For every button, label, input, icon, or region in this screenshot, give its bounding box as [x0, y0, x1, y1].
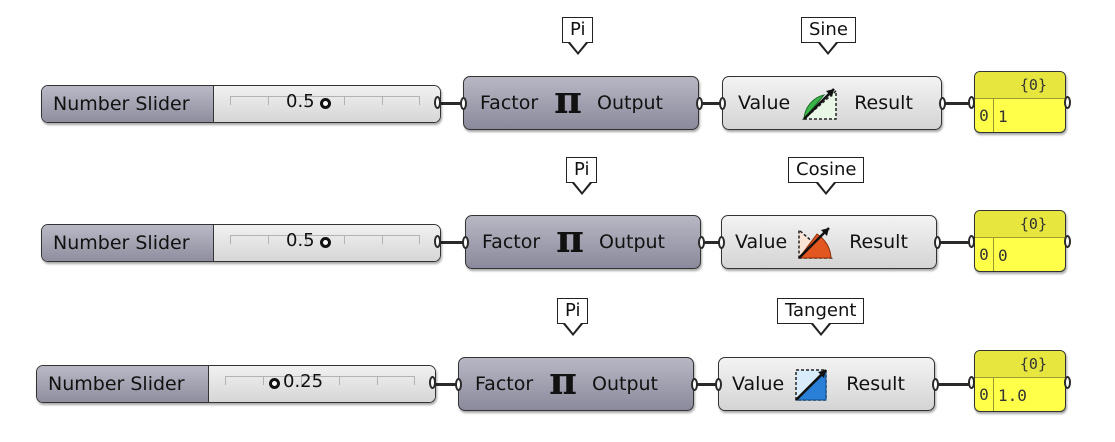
input-plug[interactable] [718, 236, 725, 249]
input-plug[interactable] [719, 97, 726, 110]
input-value[interactable]: Value [738, 92, 791, 114]
number-slider[interactable]: Number Slider 0.5 [41, 224, 441, 262]
output-plug[interactable] [1064, 376, 1071, 389]
output-plug[interactable] [696, 97, 703, 110]
panel[interactable]: {0} 0 0 [974, 210, 1066, 272]
slider-value: 0.5 [286, 230, 315, 251]
panel-value: 1 [998, 106, 1008, 126]
pi-icon: π [554, 77, 582, 122]
slider-name: Number Slider [37, 366, 209, 402]
wire [440, 102, 466, 105]
wire [936, 241, 972, 244]
input-value[interactable]: Value [735, 231, 788, 253]
component-label: Sine [801, 17, 856, 55]
callout-text: Cosine [796, 159, 857, 180]
output-plug[interactable] [698, 236, 705, 249]
callout-text: Tangent [785, 300, 857, 321]
component-label: Pi [562, 17, 594, 55]
callout-text: Pi [565, 300, 581, 321]
output-result[interactable]: Result [849, 231, 908, 253]
output-plug[interactable] [934, 236, 941, 249]
cosine-icon [798, 227, 834, 259]
input-plug[interactable] [462, 236, 469, 249]
panel[interactable]: {0} 0 1.0 [974, 350, 1066, 412]
component-label: Pi [566, 157, 598, 195]
pi-component[interactable]: Factor π Output [455, 357, 698, 411]
slider-knob[interactable] [269, 378, 280, 389]
output-result[interactable]: Result [846, 373, 905, 395]
output-port[interactable]: Output [599, 231, 665, 253]
component-label: Pi [557, 298, 589, 336]
slider-name: Number Slider [42, 86, 214, 122]
output-plug[interactable] [1064, 235, 1071, 248]
input-plug[interactable] [460, 97, 467, 110]
output-plug[interactable] [691, 378, 698, 391]
pi-component[interactable]: Factor π Output [460, 76, 703, 130]
panel-index: 0 [975, 378, 994, 411]
panel-header: {0} [975, 72, 1065, 99]
definition-row-tangent: Number Slider 0.25 Pi Factor π Output Ta… [0, 0, 1115, 412]
output-plug[interactable] [939, 97, 946, 110]
wire [934, 383, 972, 386]
panel-value: 0 [998, 245, 1008, 265]
panel-row: 0 0 [975, 238, 1065, 271]
sine-component[interactable]: Value Result [719, 76, 946, 130]
wire [698, 102, 725, 105]
slider-track[interactable]: 0.5 [214, 225, 440, 261]
number-slider[interactable]: Number Slider 0.5 [41, 85, 441, 123]
panel-value: 1.0 [998, 385, 1027, 405]
panel-index: 0 [975, 99, 994, 132]
panel-index: 0 [975, 238, 994, 271]
output-plug[interactable] [434, 96, 441, 109]
wire [700, 241, 724, 244]
panel-row: 0 1.0 [975, 378, 1065, 411]
cosine-component[interactable]: Value Result [718, 215, 941, 269]
input-plug[interactable] [968, 235, 975, 248]
panel-row: 0 1 [975, 99, 1065, 132]
slider-knob[interactable] [320, 237, 331, 248]
callout-text: Pi [570, 19, 586, 40]
input-factor[interactable]: Factor [482, 231, 541, 253]
tangent-component[interactable]: Value Result [715, 357, 939, 411]
component-label: Cosine [788, 157, 865, 195]
sine-icon [802, 88, 837, 121]
slider-track[interactable]: 0.5 [214, 86, 440, 122]
definition-row-sine: Number Slider 0.5 Pi Factor π Output Sin… [0, 0, 1115, 150]
panel-header: {0} [975, 211, 1065, 238]
number-slider[interactable]: Number Slider 0.25 [36, 365, 436, 403]
pi-icon: π [549, 358, 577, 403]
callout-text: Sine [809, 19, 848, 40]
wire [941, 102, 972, 105]
input-plug[interactable] [968, 96, 975, 109]
output-plug[interactable] [434, 235, 441, 248]
wire [440, 241, 470, 244]
input-plug[interactable] [715, 378, 722, 391]
slider-knob[interactable] [320, 98, 331, 109]
output-plug[interactable] [932, 378, 939, 391]
input-value[interactable]: Value [732, 373, 785, 395]
output-plug[interactable] [429, 376, 436, 389]
output-plug[interactable] [1064, 96, 1071, 109]
wire [692, 383, 721, 386]
slider-value: 0.25 [283, 371, 324, 392]
slider-track[interactable]: 0.25 [209, 366, 435, 402]
panel-header: {0} [975, 351, 1065, 378]
tangent-icon [794, 369, 828, 401]
pi-component[interactable]: Factor π Output [462, 215, 705, 269]
input-factor[interactable]: Factor [480, 92, 539, 114]
component-label: Tangent [777, 298, 865, 336]
callout-text: Pi [574, 159, 590, 180]
input-plug[interactable] [968, 376, 975, 389]
slider-value: 0.5 [286, 91, 315, 112]
input-factor[interactable]: Factor [475, 373, 534, 395]
pi-icon: π [556, 216, 584, 261]
slider-name: Number Slider [42, 225, 214, 261]
panel[interactable]: {0} 0 1 [974, 71, 1066, 133]
output-port[interactable]: Output [597, 92, 663, 114]
definition-row-cosine: Number Slider 0.5 Pi Factor π Output Cos… [0, 0, 1115, 272]
output-result[interactable]: Result [854, 92, 913, 114]
wire [435, 383, 462, 386]
input-plug[interactable] [455, 378, 462, 391]
output-port[interactable]: Output [592, 373, 658, 395]
